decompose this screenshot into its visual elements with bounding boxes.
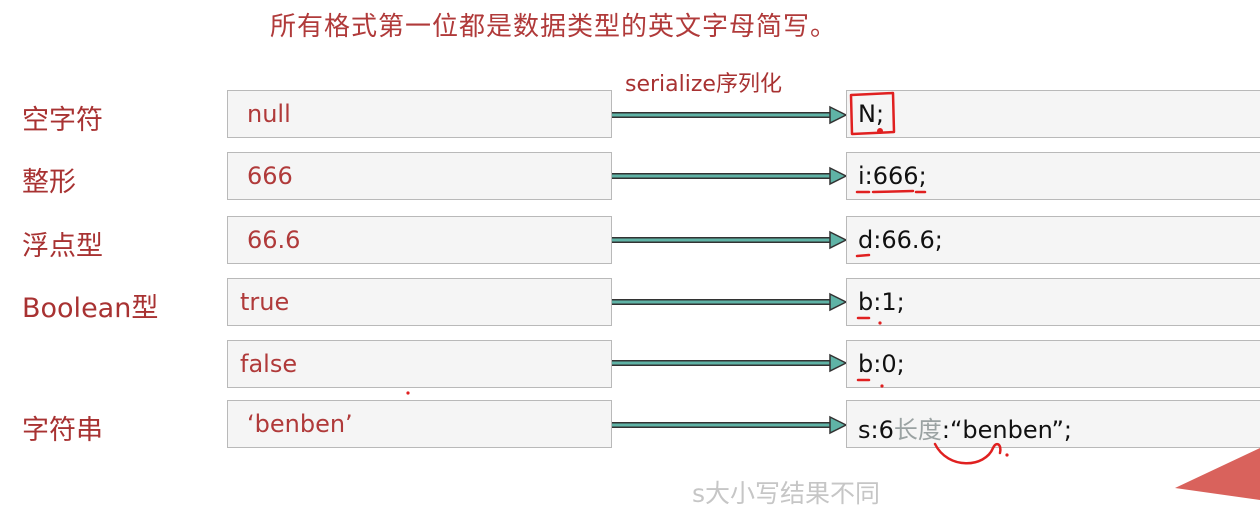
serialize-arrow-icon — [612, 415, 848, 435]
row-label-int: 整形 — [22, 167, 76, 198]
result-box-false: b:0; — [846, 340, 1260, 388]
result-value-float: d:66.6; — [858, 226, 943, 254]
result-box-string: s:6长度:“benben”; — [846, 400, 1260, 448]
input-value-int: 666 — [247, 162, 293, 190]
serialize-arrow-icon — [612, 292, 848, 312]
result-string-suffix: :“benben”; — [941, 416, 1073, 444]
serialize-arrow-icon — [612, 105, 848, 125]
result-box-null: N; — [846, 90, 1260, 138]
input-box-true: true — [227, 278, 612, 326]
serialize-arrow-icon — [612, 230, 848, 250]
input-value-true: true — [240, 288, 290, 316]
length-hint-annotation: 长度 — [893, 416, 942, 444]
row-label-boolean: Boolean型 — [22, 293, 159, 324]
result-value-null: N; — [858, 100, 885, 128]
input-box-null: null — [227, 90, 612, 138]
result-box-true: b:1; — [846, 278, 1260, 326]
result-box-int: i:666; — [846, 152, 1260, 200]
input-value-string: ‘benben’ — [247, 410, 353, 438]
result-string-prefix: s:6 — [858, 416, 894, 444]
row-label-string: 字符串 — [22, 415, 103, 446]
result-box-float: d:66.6; — [846, 216, 1260, 264]
result-value-true: b:1; — [858, 288, 905, 316]
corner-triangle-decoration — [1175, 448, 1260, 500]
input-box-string: ‘benben’ — [227, 400, 612, 448]
slide-title: 所有格式第一位都是数据类型的英文字母简写。 — [270, 12, 838, 42]
serialize-arrow-icon — [612, 166, 848, 186]
serialize-label: serialize序列化 — [625, 72, 782, 97]
row-label-float: 浮点型 — [22, 231, 103, 262]
result-value-int: i:666; — [858, 162, 927, 190]
result-value-false: b:0; — [858, 350, 905, 378]
serialize-arrow-icon — [612, 353, 848, 373]
input-value-null: null — [247, 100, 291, 128]
input-box-false: false — [227, 340, 612, 388]
footer-caption: s大小写结果不同 — [692, 479, 881, 508]
input-box-float: 66.6 — [227, 216, 612, 264]
result-value-string: s:6长度:“benben”; — [858, 410, 1072, 445]
row-label-null: 空字符 — [22, 105, 103, 136]
input-value-false: false — [240, 350, 298, 378]
input-box-int: 666 — [227, 152, 612, 200]
input-value-float: 66.6 — [247, 226, 301, 254]
